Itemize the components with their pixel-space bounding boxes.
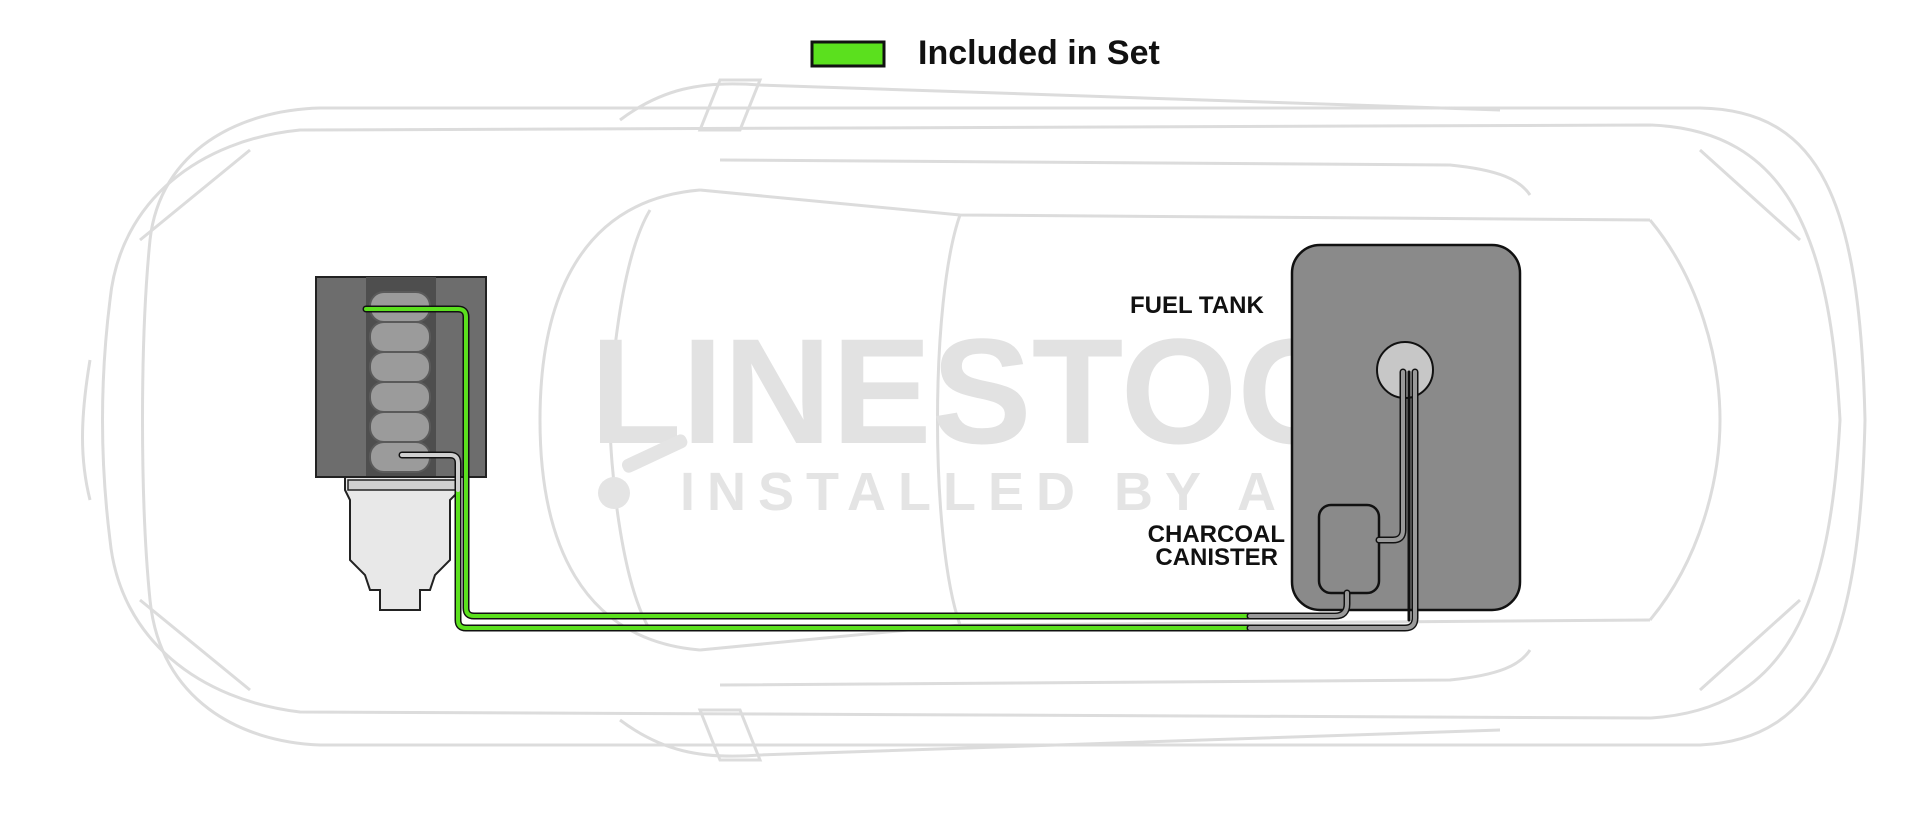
fuel-tank-label: FUEL TANK [1130, 292, 1264, 319]
legend-swatch [810, 40, 886, 68]
wrench-icon [598, 434, 688, 509]
svg-text:CHARCOAL: CHARCOAL [1148, 521, 1285, 548]
legend: Included in Set [810, 34, 1160, 72]
svg-text:CANISTER: CANISTER [1155, 544, 1278, 571]
car-outline [81, 78, 1867, 762]
legend-label: Included in Set [918, 34, 1160, 72]
charcoal-canister-label: CHARCOAL CANISTER [1148, 521, 1285, 571]
charcoal-canister [1317, 503, 1381, 595]
not-included-fuel-line [1246, 368, 1419, 632]
watermark-tagline: INSTALLED BY ALL [680, 462, 1378, 522]
included-fuel-line [362, 305, 1254, 632]
fuel-lines [362, 305, 1419, 632]
